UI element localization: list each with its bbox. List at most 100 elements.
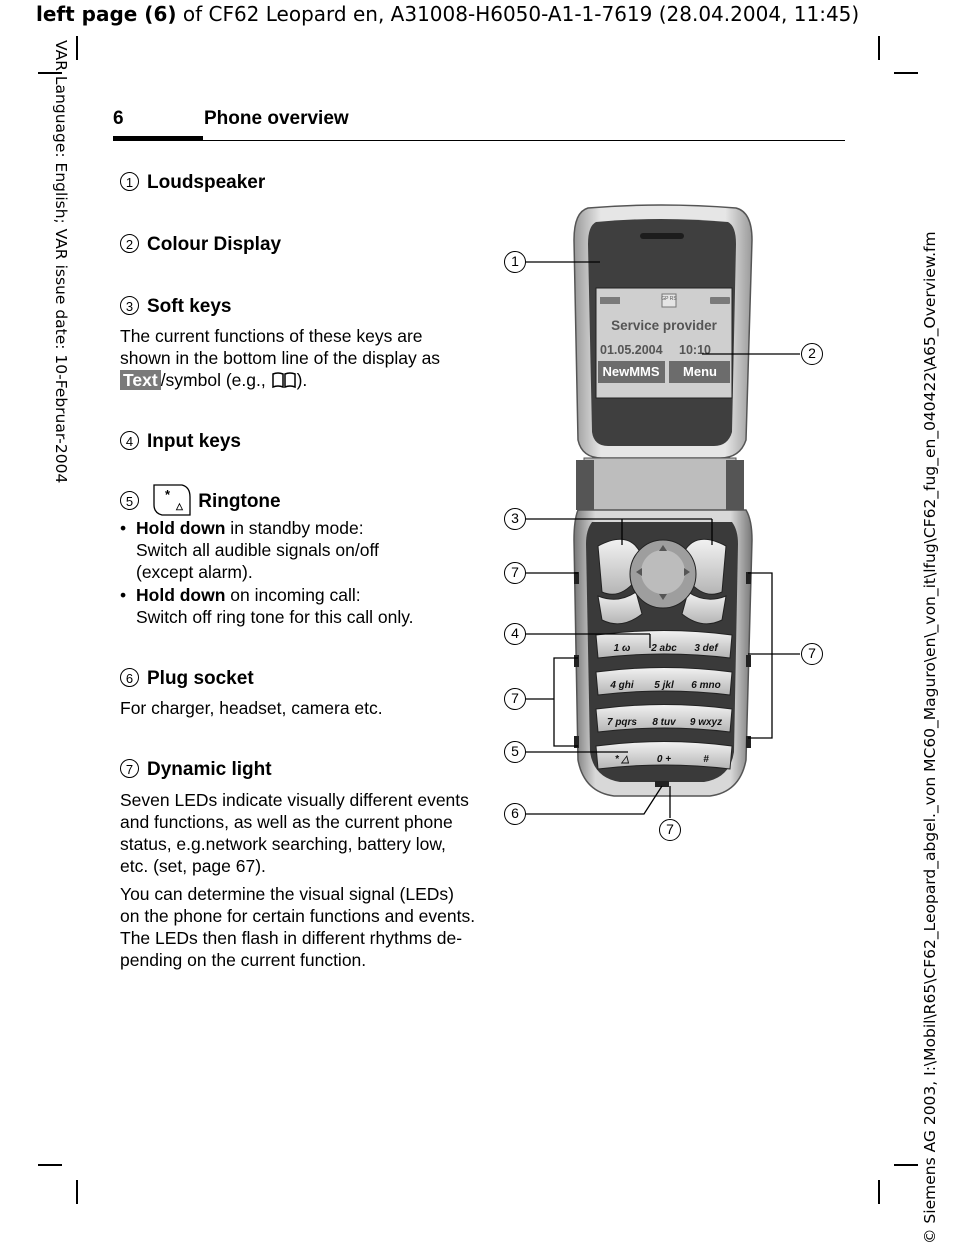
item-title: Dynamic light: [147, 759, 272, 780]
crop-mark: [878, 1180, 880, 1204]
display-provider: Service provider: [611, 318, 718, 333]
phone-illustration: GP RS Service provider 01.05.2004 10:10 …: [526, 204, 800, 818]
text-badge: Text: [120, 370, 161, 390]
key-label: #: [703, 754, 709, 765]
item-display-heading: 2 Colour Display: [120, 234, 281, 256]
item-number: 7: [120, 759, 139, 778]
hinge: [583, 457, 737, 513]
callout-softkeys: 3: [504, 508, 526, 530]
callout-display: 2: [801, 343, 823, 365]
display-softkey-right: Menu: [683, 364, 717, 379]
call-key: [597, 591, 643, 625]
paragraph-line: etc. (set, page 67).: [120, 856, 266, 876]
paragraph-line: pending on the current function.: [120, 950, 367, 970]
callout-led: 7: [504, 562, 526, 584]
gprs-label: GP RS: [661, 296, 677, 302]
item-title: Loudspeaker: [147, 172, 266, 193]
crop-mark: [38, 72, 62, 74]
item-number: 3: [120, 296, 139, 315]
key-label: 5 jkl: [654, 680, 674, 691]
dynamiclight-paragraph-2: You can determine the visual signal (LED…: [120, 883, 475, 971]
item-title: Colour Display: [147, 234, 282, 255]
header-rule-accent: [113, 136, 203, 140]
display-time: 10:10: [679, 343, 711, 357]
item-title: Soft keys: [147, 296, 232, 317]
softkeys-text-end: ).: [296, 370, 308, 390]
right-margin-text: © Siemens AG 2003, I:\Mobil\R65\CF62_Leo…: [921, 231, 939, 1244]
source-page-label: left page (6): [36, 2, 177, 26]
callout-led: 7: [659, 819, 681, 841]
softkeys-text: The current functions of these keys are …: [120, 326, 441, 368]
plugsocket-description: For charger, headset, camera etc.: [120, 698, 383, 718]
crop-mark: [878, 36, 880, 60]
item-inputkeys-heading: 4 Input keys: [120, 431, 241, 453]
item-title: Plug socket: [147, 668, 254, 689]
end-key: [681, 591, 727, 625]
paragraph-line: status, e.g.network searching, battery l…: [120, 834, 446, 854]
bullet-text: in standby mode:: [225, 518, 364, 538]
item-title: Ringtone: [198, 491, 281, 512]
left-margin: VAR Language: English; VAR issue date: 1…: [14, 40, 70, 510]
bullet-bold: Hold down: [136, 518, 226, 538]
crop-mark: [894, 1164, 918, 1166]
keypad-row: [595, 667, 733, 696]
item-number: 5: [120, 491, 139, 510]
item-number: 2: [120, 234, 139, 253]
bullet-text: (except alarm).: [136, 562, 253, 582]
navigation-key-center: [641, 550, 685, 594]
item-ringtone-heading: 5 * △ Ringtone: [120, 483, 281, 517]
key-label: 7 pqrs: [607, 717, 637, 728]
left-margin-text: VAR Language: English; VAR issue date: 1…: [52, 40, 70, 484]
bullet-text: on incoming call:: [225, 585, 361, 605]
key-label: 2 abc: [650, 643, 677, 654]
source-file-info: of CF62 Leopard en, A31008-H6050-A1-1-76…: [176, 2, 860, 26]
softkey-right-label-bg: [669, 361, 730, 383]
led: [746, 572, 751, 584]
svg-text:△: △: [175, 501, 184, 511]
dynamiclight-paragraph-1: Seven LEDs indicate visually different e…: [120, 789, 469, 877]
crop-mark: [76, 36, 78, 60]
phonebook-icon: [271, 372, 296, 389]
paragraph-line: The LEDs then flash in different rhythms…: [120, 928, 463, 948]
right-margin: © Siemens AG 2003, I:\Mobil\R65\CF62_Leo…: [920, 0, 950, 1246]
hinge-right: [726, 460, 744, 510]
bullet-text: Switch off ring tone for this call only.: [136, 607, 414, 627]
item-number: 1: [120, 172, 139, 191]
led-bottom: [655, 781, 669, 787]
crop-mark: [38, 1164, 62, 1166]
key-label: 3 def: [694, 643, 719, 654]
callout-loudspeaker: 1: [504, 251, 526, 273]
item-number: 6: [120, 668, 139, 687]
item-title: Input keys: [147, 431, 241, 452]
key-label: * △: [615, 754, 630, 765]
key-label: 0 +: [657, 754, 671, 765]
display-date: 01.05.2004: [600, 343, 663, 357]
key-label: 8 tuv: [652, 717, 677, 728]
item-loudspeaker-heading: 1 Loudspeaker: [120, 172, 265, 194]
callout-ringtone: 5: [504, 741, 526, 763]
led: [574, 655, 579, 667]
softkey-left-label-bg: [598, 361, 665, 383]
key-label: 6 mno: [691, 680, 720, 691]
callout-lines: [526, 261, 800, 818]
bullet-bold: Hold down: [136, 585, 226, 605]
svg-text:*: *: [165, 487, 171, 502]
ringtone-bullet-2: • Hold down on incoming call: Switch off…: [120, 585, 414, 627]
crop-mark: [894, 72, 918, 74]
document-source-line: left page (6) of CF62 Leopard en, A31008…: [36, 2, 859, 26]
key-label: 9 wxyz: [690, 717, 722, 728]
key-label: 1 ω: [614, 643, 631, 654]
item-dynamiclight-heading: 7 Dynamic light: [120, 759, 272, 781]
page-number: 6: [113, 108, 124, 129]
star-key-icon: * △: [153, 484, 191, 516]
softkeys-description: The current functions of these keys are …: [120, 325, 450, 391]
page-title: Phone overview: [204, 108, 349, 129]
battery-icon: [710, 297, 730, 304]
crop-mark: [76, 1180, 78, 1204]
softkeys-text-after: /symbol (e.g.,: [160, 370, 266, 390]
header-rule: [113, 140, 845, 141]
keypad-row: [595, 630, 733, 659]
hinge-left: [576, 460, 594, 510]
item-number: 4: [120, 431, 139, 450]
